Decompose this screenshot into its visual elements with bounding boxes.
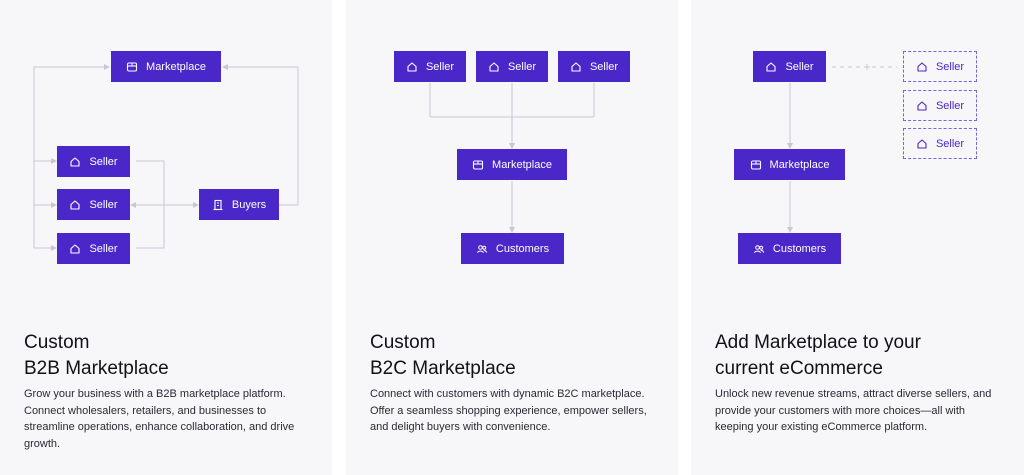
add-marketplace-card: Seller Marketplace Customers Seller Sell…: [691, 0, 1024, 475]
house-icon: [916, 138, 928, 150]
store-icon: [750, 159, 762, 171]
marketplace-node: Marketplace: [457, 149, 567, 180]
store-icon: [472, 159, 484, 171]
card-description: Unlock new revenue streams, attract dive…: [715, 388, 992, 433]
house-icon: [69, 156, 81, 168]
card-title: Custom B2C Marketplace: [370, 330, 516, 382]
card-title-line-2: current eCommerce: [715, 358, 883, 379]
node-label: Marketplace: [492, 158, 552, 171]
marketplace-node: Marketplace: [111, 51, 221, 82]
marketplace-node: Marketplace: [734, 149, 845, 180]
card-description: Grow your business with a B2B marketplac…: [24, 388, 295, 450]
seller-node: Seller: [753, 51, 826, 82]
store-icon: [126, 61, 138, 73]
node-label: Buyers: [231, 198, 267, 211]
node-label: Seller: [425, 60, 455, 73]
house-icon: [69, 243, 81, 255]
users-icon: [753, 243, 765, 255]
node-label: Customers: [495, 242, 550, 255]
house-icon: [916, 61, 928, 73]
house-icon: [765, 61, 777, 73]
card-description: Connect with customers with dynamic B2C …: [370, 388, 647, 433]
house-icon: [488, 61, 500, 73]
card-title-line-2: B2C Marketplace: [370, 358, 516, 379]
b2c-marketplace-card: Seller Seller Seller Marketplace Custome…: [346, 0, 678, 475]
card-title-line-1: Custom: [370, 332, 436, 353]
seller-node: Seller: [394, 51, 466, 82]
seller-node: Seller: [57, 233, 130, 264]
add-marketplace-connector-lines: [787, 64, 897, 233]
seller-node: Seller: [57, 189, 130, 220]
new-seller-node: Seller: [903, 51, 977, 82]
house-icon: [570, 61, 582, 73]
card-title-line-1: Custom: [24, 332, 90, 353]
node-label: Seller: [89, 242, 118, 255]
house-icon: [916, 100, 928, 112]
building-icon: [212, 199, 224, 211]
customers-node: Customers: [461, 233, 564, 264]
node-label: Marketplace: [769, 158, 830, 171]
new-seller-node: Seller: [903, 128, 977, 159]
b2b-marketplace-card: Marketplace Seller Seller Seller Buyers …: [0, 0, 332, 475]
b2c-connector-lines: [429, 83, 595, 233]
node-label: Seller: [935, 137, 965, 150]
node-label: Seller: [589, 60, 619, 73]
node-label: Seller: [785, 60, 814, 73]
buyers-node: Buyers: [199, 189, 279, 220]
node-label: Seller: [89, 198, 118, 211]
seller-node: Seller: [57, 146, 130, 177]
node-label: Customers: [772, 242, 827, 255]
seller-node: Seller: [476, 51, 548, 82]
card-title: Add Marketplace to your current eCommerc…: [715, 330, 921, 382]
house-icon: [69, 199, 81, 211]
card-title-line-2: B2B Marketplace: [24, 358, 169, 379]
house-icon: [406, 61, 418, 73]
customers-node: Customers: [738, 233, 841, 264]
users-icon: [476, 243, 488, 255]
card-title-line-1: Add Marketplace to your: [715, 332, 921, 353]
card-title: Custom B2B Marketplace: [24, 330, 169, 382]
node-label: Seller: [935, 99, 965, 112]
node-label: Marketplace: [146, 60, 206, 73]
new-seller-node: Seller: [903, 90, 977, 121]
node-label: Seller: [89, 155, 118, 168]
b2b-connector-lines: [33, 64, 299, 251]
node-label: Seller: [507, 60, 537, 73]
seller-node: Seller: [558, 51, 630, 82]
node-label: Seller: [935, 60, 965, 73]
